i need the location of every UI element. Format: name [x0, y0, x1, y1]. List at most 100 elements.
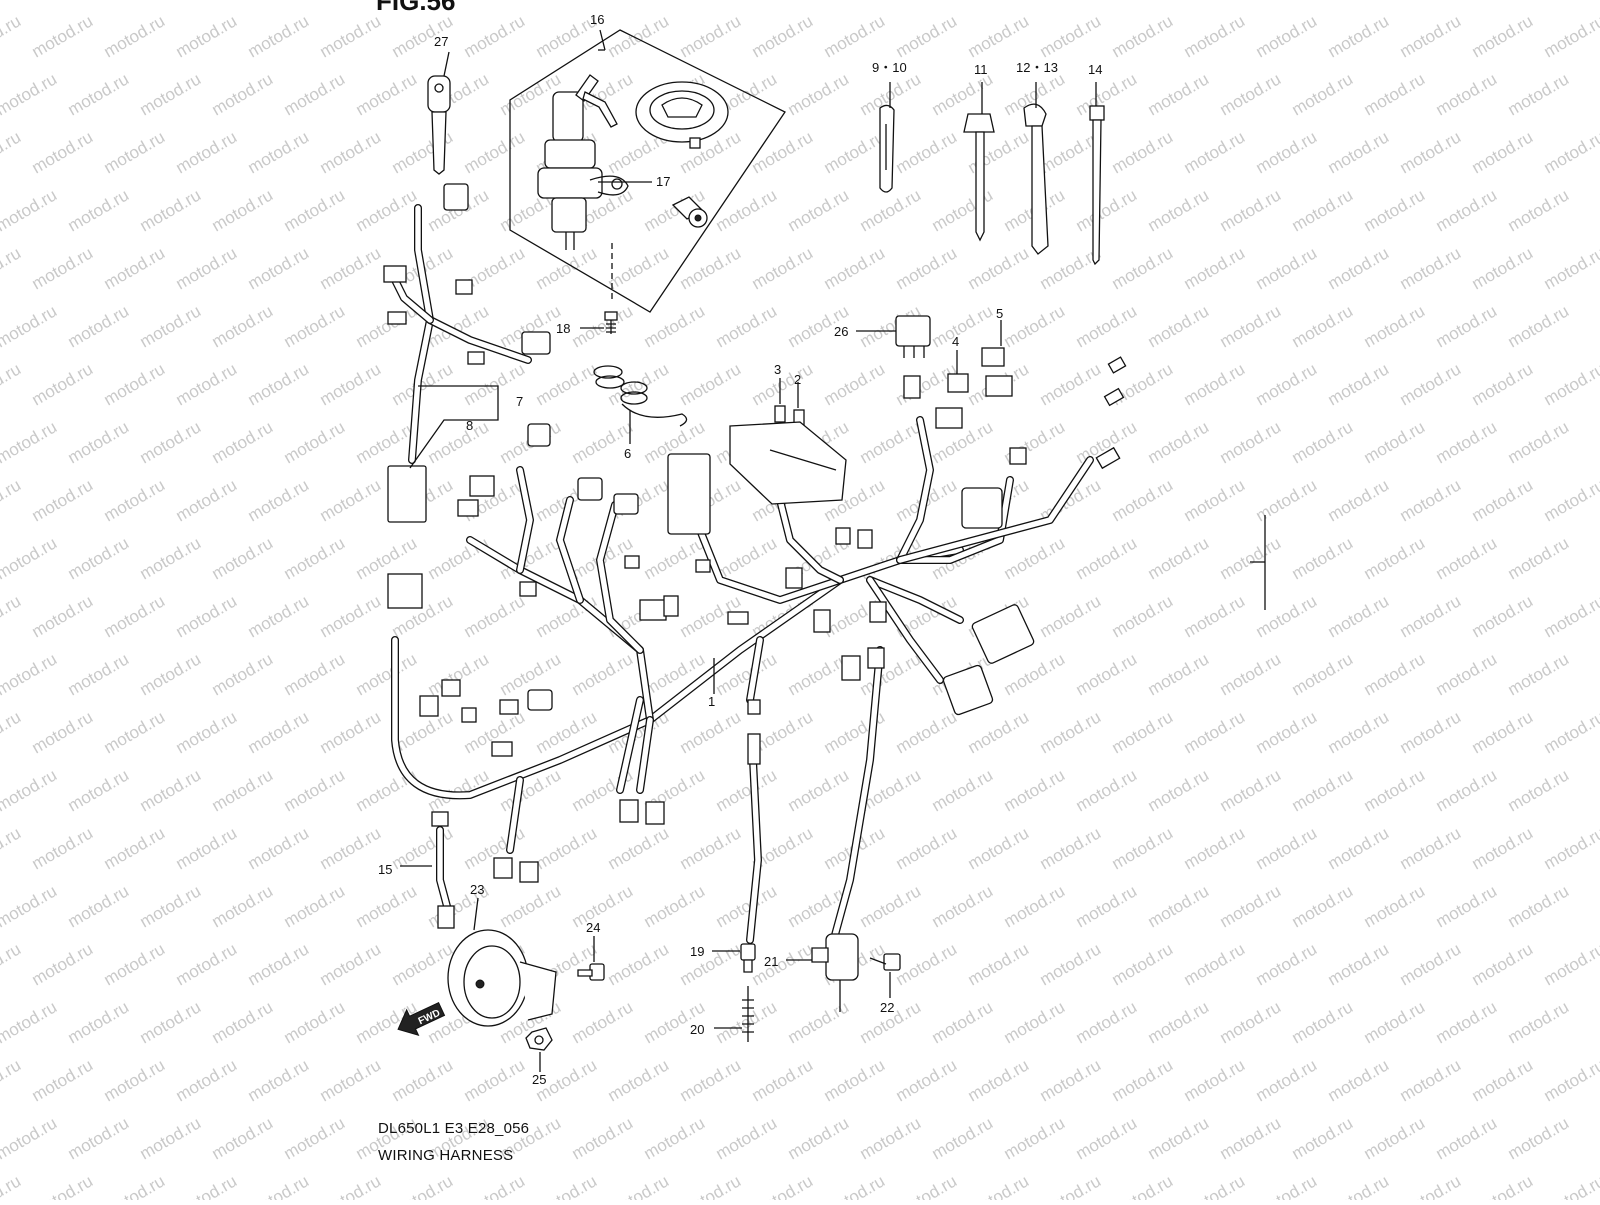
watermark-text: motod.ru	[0, 591, 24, 641]
watermark-text: motod.ru	[1073, 533, 1141, 583]
watermark-text: motod.ru	[317, 359, 385, 409]
watermark-text: motod.ru	[1109, 243, 1177, 293]
watermark-text: motod.ru	[1109, 1171, 1177, 1200]
watermark-text: motod.ru	[641, 0, 709, 3]
watermark-text: motod.ru	[1541, 939, 1600, 989]
watermark-text: motod.ru	[1001, 533, 1069, 583]
watermark-text: motod.ru	[1001, 1113, 1069, 1163]
watermark-text: motod.ru	[1289, 0, 1357, 3]
watermark-text: motod.ru	[821, 1171, 889, 1200]
watermark-text: motod.ru	[209, 765, 277, 815]
watermark-text: motod.ru	[1217, 185, 1285, 235]
watermark-text: motod.ru	[605, 823, 673, 873]
watermark-text: motod.ru	[641, 649, 709, 699]
watermark-text: motod.ru	[281, 417, 349, 467]
watermark-text: motod.ru	[1073, 185, 1141, 235]
watermark-text: motod.ru	[1397, 359, 1465, 409]
cable-tie-11	[964, 114, 994, 240]
watermark-text: motod.ru	[1541, 127, 1600, 177]
watermark-text: motod.ru	[929, 1113, 997, 1163]
watermark-text: motod.ru	[929, 997, 997, 1047]
watermark-text: motod.ru	[173, 127, 241, 177]
watermark-text: motod.ru	[1037, 11, 1105, 61]
watermark-text: motod.ru	[605, 243, 673, 293]
watermark-text: motod.ru	[1289, 533, 1357, 583]
watermark-text: motod.ru	[65, 0, 133, 3]
watermark-text: motod.ru	[713, 0, 781, 3]
callout-9-10: 9・10	[872, 60, 907, 75]
watermark-text: motod.ru	[1037, 707, 1105, 757]
watermark-text: motod.ru	[1253, 823, 1321, 873]
watermark-text: motod.ru	[1289, 417, 1357, 467]
watermark-text: motod.ru	[1289, 69, 1357, 119]
watermark-text: motod.ru	[173, 359, 241, 409]
watermark-text: motod.ru	[821, 359, 889, 409]
watermark-text: motod.ru	[1541, 11, 1600, 61]
watermark-text: motod.ru	[1001, 301, 1069, 351]
watermark-text: motod.ru	[569, 997, 637, 1047]
watermark-text: motod.ru	[1289, 765, 1357, 815]
ecu-socket	[668, 454, 710, 534]
watermark-text: motod.ru	[965, 707, 1033, 757]
watermark-text: motod.ru	[1145, 997, 1213, 1047]
callout-2: 2	[794, 372, 801, 387]
watermark-text: motod.ru	[605, 939, 673, 989]
watermark-text: motod.ru	[965, 939, 1033, 989]
watermark-text: motod.ru	[1181, 1171, 1249, 1200]
watermark-text: motod.ru	[1505, 301, 1573, 351]
watermark-text: motod.ru	[245, 1055, 313, 1105]
watermark-text: motod.ru	[1325, 11, 1393, 61]
watermark-text: motod.ru	[1253, 11, 1321, 61]
watermark-text: motod.ru	[461, 11, 529, 61]
watermark-text: motod.ru	[497, 0, 565, 3]
watermark-text: motod.ru	[173, 243, 241, 293]
watermark-text: motod.ru	[1505, 0, 1573, 3]
watermark-text: motod.ru	[1541, 823, 1600, 873]
watermark-text: motod.ru	[713, 881, 781, 931]
watermark-text: motod.ru	[1397, 939, 1465, 989]
watermark-text: motod.ru	[1181, 475, 1249, 525]
watermark-text: motod.ru	[1109, 127, 1177, 177]
watermark-text: motod.ru	[533, 591, 601, 641]
model-code: DL650L1 E3 E28_056	[378, 1120, 529, 1137]
figure-title: FIG.56	[376, 0, 455, 17]
watermark-text: motod.ru	[1073, 69, 1141, 119]
watermark-text: motod.ru	[317, 1171, 385, 1200]
watermark-text: motod.ru	[137, 533, 205, 583]
watermark-text: motod.ru	[0, 359, 24, 409]
watermark-text: motod.ru	[209, 533, 277, 583]
watermark-text: motod.ru	[713, 649, 781, 699]
watermark-text: motod.ru	[929, 881, 997, 931]
watermark-text: motod.ru	[1325, 359, 1393, 409]
watermark-text: motod.ru	[137, 69, 205, 119]
watermark-text: motod.ru	[65, 649, 133, 699]
watermark-text: motod.ru	[1469, 939, 1537, 989]
watermark-text: motod.ru	[173, 939, 241, 989]
watermark-text: motod.ru	[1397, 243, 1465, 293]
switch-19	[741, 944, 755, 972]
watermark-text: motod.ru	[1325, 591, 1393, 641]
watermark-text: motod.ru	[0, 707, 24, 757]
watermark-text: motod.ru	[533, 823, 601, 873]
watermark-text: motod.ru	[1469, 823, 1537, 873]
watermark-text: motod.ru	[893, 823, 961, 873]
watermark-text: motod.ru	[0, 127, 24, 177]
watermark-text: motod.ru	[1433, 301, 1501, 351]
watermark-text: motod.ru	[857, 417, 925, 467]
watermark-text: motod.ru	[173, 591, 241, 641]
watermark-text: motod.ru	[317, 823, 385, 873]
watermark-text: motod.ru	[1361, 69, 1429, 119]
watermark-text: motod.ru	[461, 591, 529, 641]
watermark-text: motod.ru	[569, 881, 637, 931]
watermark-text: motod.ru	[29, 707, 97, 757]
watermark-text: motod.ru	[137, 997, 205, 1047]
watermark-text: motod.ru	[1145, 881, 1213, 931]
watermark-text: motod.ru	[1289, 881, 1357, 931]
fuse-3	[775, 406, 785, 422]
watermark-text: motod.ru	[749, 1055, 817, 1105]
watermark-text: motod.ru	[1289, 301, 1357, 351]
watermark-text: motod.ru	[1145, 301, 1213, 351]
watermark-text: motod.ru	[1253, 591, 1321, 641]
callout-19: 19	[690, 944, 704, 959]
